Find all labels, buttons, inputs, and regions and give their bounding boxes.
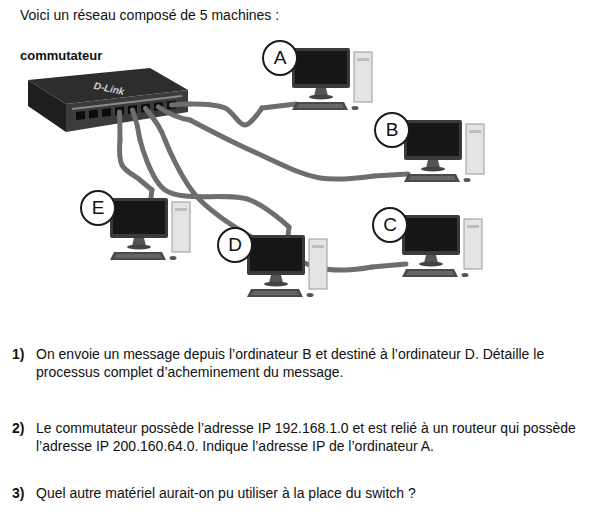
machine-letter: C (372, 207, 408, 243)
computer-illustration (110, 198, 190, 260)
machine-letter: A (262, 40, 298, 76)
question-text: On envoie un message depuis l’ordinateur… (36, 345, 592, 381)
question-number: 3) (12, 484, 34, 502)
computer-node: E (80, 190, 200, 270)
computer-illustration (292, 48, 372, 110)
switch-port (89, 110, 98, 119)
computer-illustration (404, 120, 484, 182)
machine-letter: B (374, 112, 410, 148)
switch-port (76, 111, 85, 120)
question-number: 2) (12, 419, 34, 437)
cable-stub (146, 109, 166, 141)
cable-stub (159, 107, 191, 120)
switch-port (102, 108, 111, 117)
cable-stub (374, 174, 408, 176)
device-name: commutateur (20, 48, 102, 63)
computer-illustration (402, 215, 482, 277)
network-cable (120, 140, 152, 190)
network-cable (190, 104, 262, 125)
page-title: Voici un réseau composé de 5 machines : (20, 6, 580, 24)
computer-illustration (247, 235, 327, 297)
network-cable (190, 120, 374, 179)
cable-stub (372, 264, 406, 267)
cable-stub (117, 112, 123, 140)
computer-node: B (374, 112, 494, 192)
question-number: 1) (12, 345, 34, 363)
question-text: Quel autre matériel aurait-on pu utilise… (36, 484, 592, 502)
machine-letter: D (217, 227, 253, 263)
computer-node: C (372, 207, 492, 287)
computer-node: D (217, 227, 337, 307)
cable-stub (172, 104, 191, 105)
machine-letter: E (80, 190, 116, 226)
network-switch: commutateur (20, 48, 190, 140)
question-text: Le commutateur possède l’adresse IP 192.… (36, 419, 592, 455)
switch-led-strip (72, 95, 182, 110)
cable-stub (133, 110, 141, 140)
cable-stub (262, 104, 296, 108)
computer-node: A (262, 40, 382, 120)
